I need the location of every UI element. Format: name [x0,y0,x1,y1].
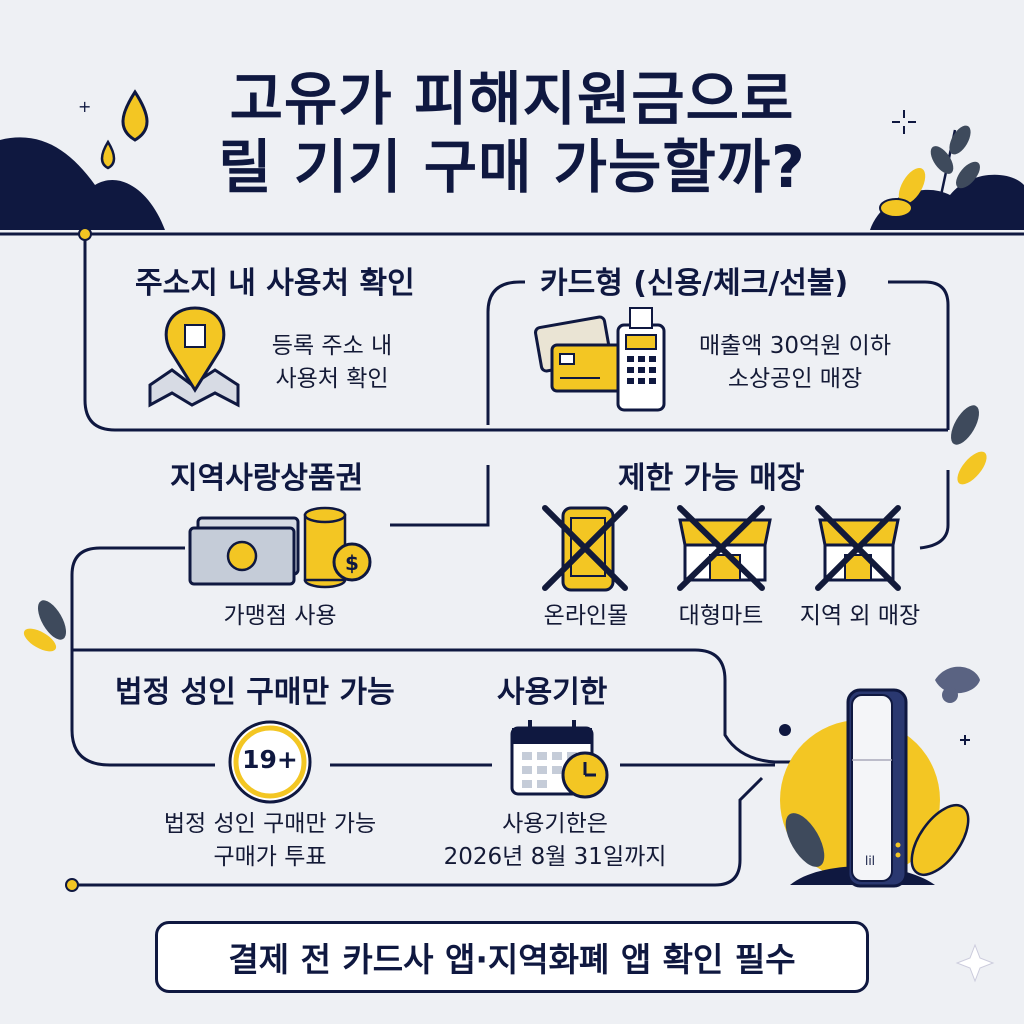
cross-icon [677,505,765,591]
map-pin-icon [148,306,240,408]
card-heading: 카드형 (신용/체크/선불) [540,266,849,301]
expiry-text-1: 사용기한은 [502,811,608,837]
sparkle-icon [892,110,916,134]
page-title-line2: 릴 기기 구매 가능할까? [218,133,806,201]
footer-notice-box: 결제 전 카드사 앱·지역화폐 앱 확인 필수 [155,921,869,993]
device-label: lil [865,854,875,868]
card-terminal-icon [616,307,666,412]
restricted-item-online: 온라인몰 [543,603,629,629]
address-text-2: 사용처 확인 [275,366,389,392]
age-19-badge-icon [228,720,312,804]
address-text-1: 등록 주소 내 [271,333,393,359]
sparkle-bottom-icon [955,943,995,983]
restricted-heading: 제한 가능 매장 [618,461,805,496]
svg-text:$: $ [345,551,359,575]
page-title-line1: 고유가 피해지원금으로 [229,65,795,133]
adult-text-2: 구매가 투표 [213,844,327,870]
voucher-text: 가맹점 사용 [223,603,337,629]
card-text-2: 소상공인 매장 [727,366,863,392]
credit-card-icon [534,315,630,393]
left-hill-decoration [0,137,165,230]
svg-text:+: + [78,97,91,116]
cross-icon [815,505,901,591]
adult-text-1: 법정 성인 구매만 가능 [163,811,377,837]
footer-notice-text: 결제 전 카드사 앱·지역화폐 앱 확인 필수 [228,940,796,979]
restricted-item-other-region: 지역 외 매장 [799,603,921,629]
flow-connectors [70,240,950,887]
calendar-clock-icon [510,720,609,799]
plant-leaves-decoration [879,125,980,218]
oil-drop-icon [100,89,149,170]
leaf-decoration-right [951,405,987,485]
right-hill-decoration [870,174,1024,230]
expiry-text-2: 2026년 8월 31일까지 [443,844,667,870]
voucher-heading: 지역사랑상품권 [170,461,364,496]
address-heading: 주소지 내 사용처 확인 [135,266,415,301]
heated-tobacco-device-icon [779,666,980,888]
cross-icon [542,505,628,591]
restricted-item-mart: 대형마트 [678,603,764,629]
adult-heading: 법정 성인 구매만 가능 [115,675,395,710]
money-coins-icon: $ [188,506,372,589]
age-badge-text: 19+ [242,745,298,774]
expiry-heading: 사용기한 [497,675,608,710]
card-text-1: 매출액 30억원 이하 [698,333,891,359]
leaf-decoration-left [23,600,66,652]
